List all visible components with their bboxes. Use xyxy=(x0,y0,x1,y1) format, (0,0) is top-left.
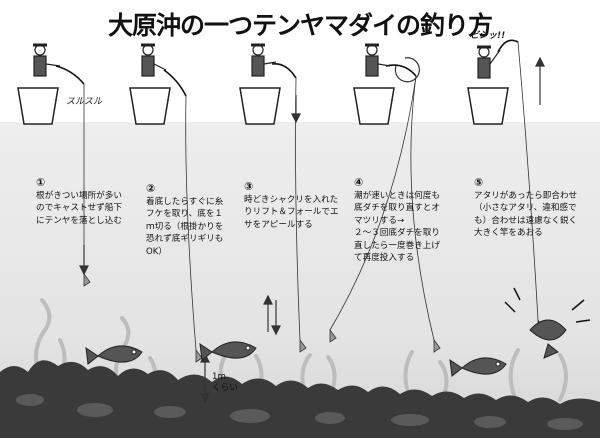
step-3: ③ 時どきシャクリを入れた りリフト＆フォールでエ サをアピールする xyxy=(244,180,339,231)
fishing-lines xyxy=(83,41,539,351)
step-4-line-5: 直したら一度巻き上げ xyxy=(354,240,440,251)
boat-gunwales xyxy=(17,87,509,125)
step-4-line-2: 底ダチを取り直すとオ xyxy=(354,203,440,214)
sfx-line-out: スルスル xyxy=(66,97,103,107)
angler-3 xyxy=(251,43,277,77)
step-1: ① 根がきつい場所が多い のでキャストせず船下 にテンヤを落とし込む xyxy=(36,176,122,227)
angler-2 xyxy=(141,43,167,77)
depth-qualifier: くらい xyxy=(212,383,238,393)
angler-5 xyxy=(477,45,501,79)
step-5-number: ⑤ xyxy=(474,176,484,189)
depth-value: 1m xyxy=(212,372,226,382)
step-1-line-3: にテンヤを落とし込む xyxy=(36,215,122,226)
step-3-number: ③ xyxy=(244,180,254,193)
strike-burst xyxy=(504,287,591,323)
fish-3 xyxy=(449,357,507,377)
tenya-rigs xyxy=(83,272,545,363)
step-2-line-1: 着底したらすぐに糸 xyxy=(146,197,224,207)
step-2-line-4: 恐れず底ギリギリも xyxy=(146,234,224,245)
step-4-line-6: て再度投入する xyxy=(354,253,415,264)
step-3-line-2: りリフト＆フォールでエ xyxy=(244,207,339,218)
step-4-line-4: ２～３回底ダチを取り xyxy=(354,228,440,239)
step-4-line-1: 潮が速いときは何度も xyxy=(354,191,440,201)
step-2-line-3: ｍ切る（根掛かりを xyxy=(146,221,224,232)
step-5-line-1: アタリがあったら即合わせ xyxy=(474,191,578,201)
motion-arrows xyxy=(79,56,545,404)
step-2-line-2: フケを取り、底を１ xyxy=(146,209,224,220)
angler-1 xyxy=(33,43,61,77)
step-5: ⑤ アタリがあったら即合わせ （小さなアタリ、違和感で も）合わせは遠慮なく鋭く… xyxy=(474,176,577,240)
step-4-number: ④ xyxy=(354,176,364,189)
step-3-line-3: サをアピールする xyxy=(244,219,313,230)
step-3-line-1: 時どきシャクリを入れた xyxy=(244,195,339,205)
anglers xyxy=(33,43,501,79)
step-2-number: ② xyxy=(146,182,156,195)
step-4-line-3: マツリする→ xyxy=(354,215,405,226)
step-4: ④ 潮が速いときは何度も 底ダチを取り直すとオ マツリする→ ２～３回底ダチを取… xyxy=(354,176,440,264)
angler-4 xyxy=(365,43,391,77)
step-2: ② 着底したらすぐに糸 フケを取り、底を１ ｍ切る（根掛かりを 恐れず底ギリギリ… xyxy=(146,182,223,258)
diagram-title: 大原沖の一つテンヤマダイの釣り方 xyxy=(107,11,493,40)
madai-fish xyxy=(85,287,591,377)
step-2-line-5: OK） xyxy=(146,246,167,257)
seabed-rocks xyxy=(0,360,600,438)
fish-1 xyxy=(85,345,143,365)
step-5-line-4: 大きく竿をあおる xyxy=(474,228,543,239)
fish-hooked xyxy=(529,319,567,359)
step-1-line-1: 根がきつい場所が多い xyxy=(36,191,122,201)
depth-label: 1m くらい xyxy=(212,372,238,394)
fish-2 xyxy=(199,341,257,361)
step-1-line-2: のでキャストせず船下 xyxy=(36,203,122,214)
step-5-line-3: も）合わせは遠慮なく鋭く xyxy=(474,215,578,226)
fishing-rods xyxy=(55,39,519,97)
rock-texture xyxy=(16,394,583,430)
step-1-number: ① xyxy=(36,176,46,189)
sfx-strike: ビシッ!! xyxy=(470,31,506,41)
step-5-line-2: （小さなアタリ、違和感で xyxy=(474,203,577,214)
